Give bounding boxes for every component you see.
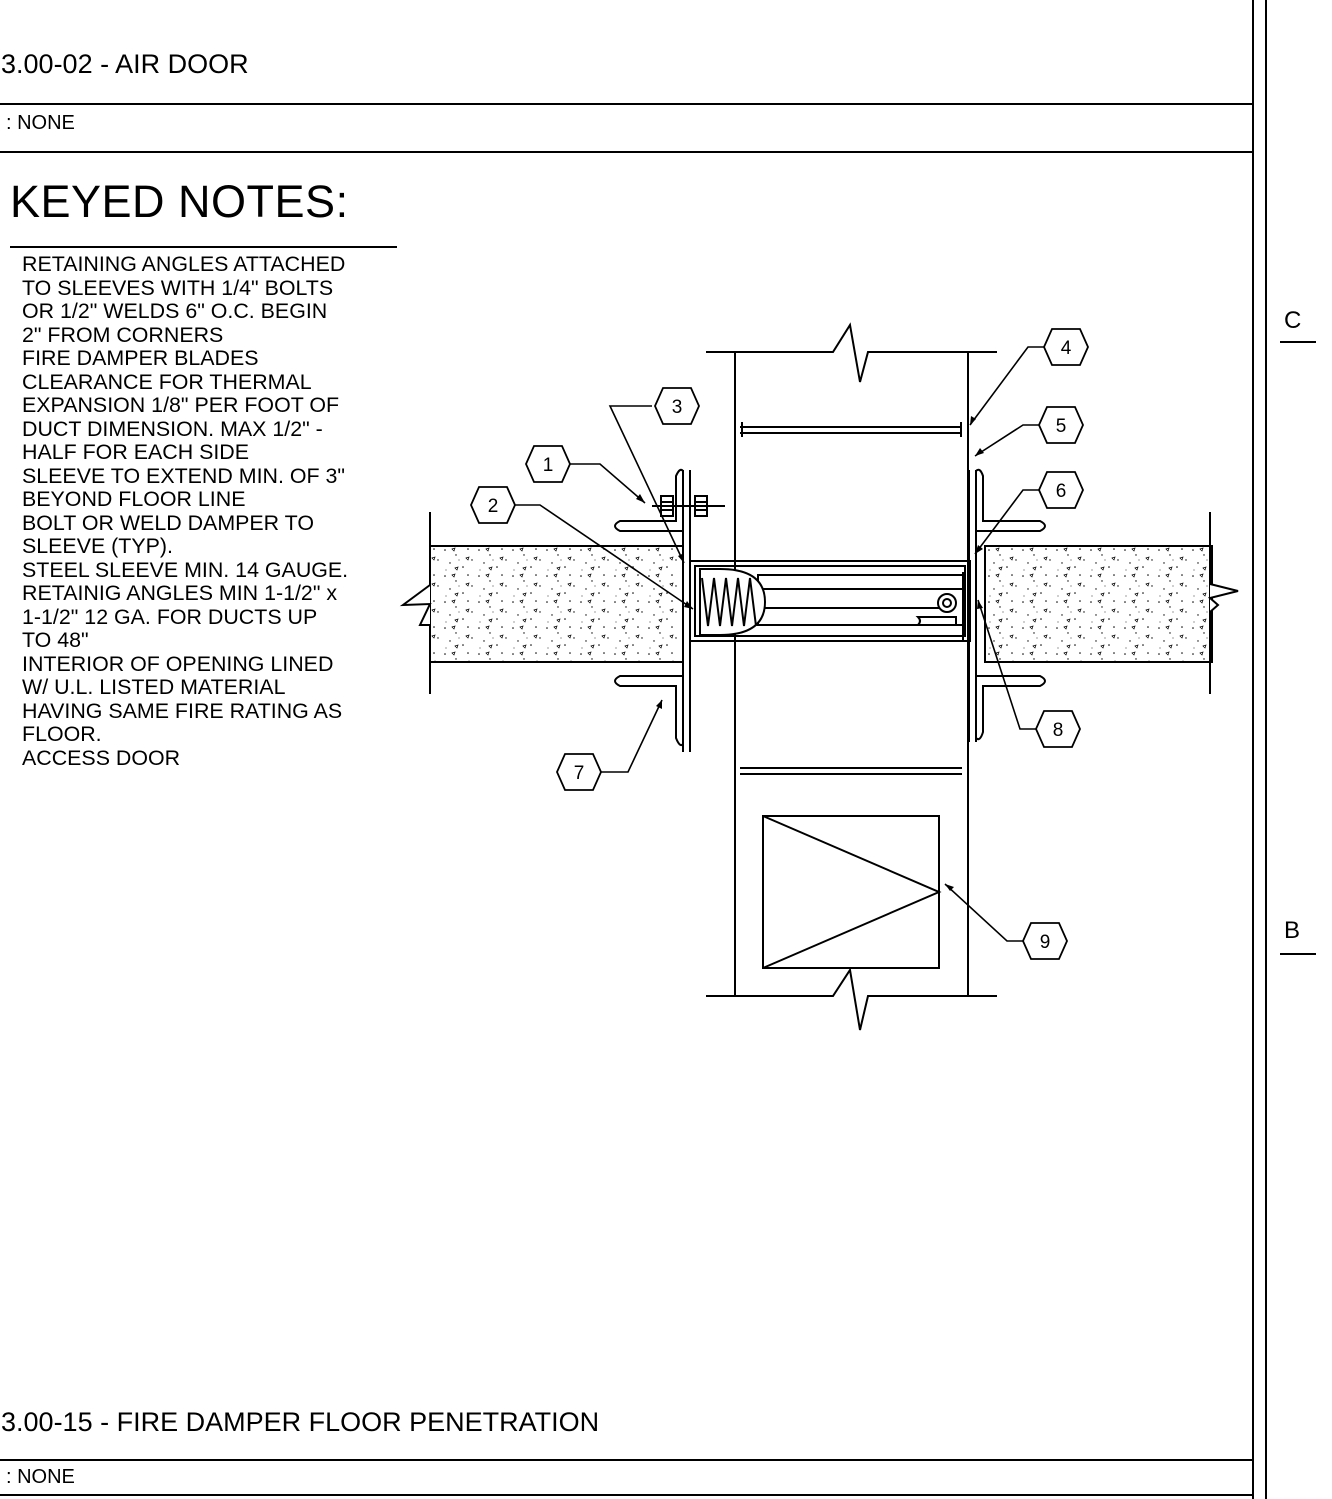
keyed-note-line: BEYOND FLOOR LINE [22, 487, 246, 511]
keyed-note-line: TO SLEEVES WITH 1/4" BOLTS [22, 275, 334, 300]
keynote-tag-hexagon [525, 445, 571, 483]
grid-marker-b: B [1284, 917, 1301, 944]
keynote-tag-hexagon [556, 753, 602, 791]
keynote-tag-number: 5 [1056, 416, 1067, 437]
keyed-notes-heading: KEYED NOTES: [10, 176, 349, 227]
duct [706, 322, 997, 1031]
keynote-tag-number: 6 [1056, 481, 1067, 502]
detail-title-fire-damper: 13.00-15 - FIRE DAMPER FLOOR PENETRATION [0, 1407, 600, 1437]
keyed-note-line: RETAINIG ANGLES MIN 1-1/2" x [22, 581, 338, 605]
keyed-note-line: W/ U.L. LISTED MATERIAL [22, 675, 286, 699]
leaders [515, 346, 1045, 942]
keyed-note-line: FIRE DAMPER BLADES [22, 346, 259, 370]
keyed-note-line: HAVING SAME FIRE RATING AS [22, 698, 343, 723]
damper-sleeve [682, 470, 977, 752]
keyed-note-line: STEEL SLEEVE MIN. 14 GAUGE. [22, 557, 349, 582]
keyed-note-line: ACCESS DOOR [22, 745, 181, 770]
scale-label-top: : NONE [6, 112, 75, 134]
keyed-note-line: SLEEVE (TYP). [22, 534, 173, 558]
keyed-note-line: BOLT OR WELD DAMPER TO [22, 510, 314, 535]
keyed-note-line: 2" FROM CORNERS [22, 322, 224, 347]
keyed-note-line: OR 1/2" WELDS 6" O.C. BEGIN [22, 299, 328, 323]
keyed-note-line: EXPANSION 1/8" PER FOOT OF [22, 393, 340, 417]
keyed-note-line: TO 48" [22, 628, 89, 652]
keyed-note-line: HALF FOR EACH SIDE [22, 440, 250, 464]
keyed-note-line: INTERIOR OF OPENING LINED [22, 651, 334, 676]
keynote-tag-number: 1 [543, 455, 554, 476]
leader-arrowheads [636, 416, 984, 891]
keynote-tag-hexagon [1038, 471, 1084, 509]
keyed-note-line: FLOOR. [22, 722, 102, 746]
keynote-tags: 1 2 3 4 5 6 7 8 9 [470, 328, 1089, 960]
keyed-note-line: CLEARANCE FOR THERMAL [22, 369, 312, 394]
keyed-note-line: 1-1/2" 12 GA. FOR DUCTS UP [22, 604, 318, 629]
keynote-tag-number: 3 [672, 397, 683, 418]
keynote-tag-number: 2 [488, 496, 499, 517]
keyed-note-line: SLEEVE TO EXTEND MIN. OF 3" [22, 463, 345, 488]
keynote-tag-hexagon [470, 486, 516, 524]
keynote-tag-number: 9 [1040, 932, 1051, 953]
keynote-tag-number: 4 [1061, 338, 1072, 359]
access-door [762, 815, 942, 969]
concrete-slab [399, 512, 1239, 694]
keynote-tag-number: 8 [1053, 720, 1064, 741]
keynote-tag-hexagon [1043, 328, 1089, 366]
retaining-angles [614, 468, 1046, 747]
keynote-tag-hexagon [654, 387, 700, 425]
keyed-note-line: DUCT DIMENSION. MAX 1/2" - [22, 416, 323, 441]
keynote-tag-hexagon [1038, 406, 1084, 444]
keynote-tag-number: 7 [574, 763, 585, 784]
scale-label-bottom: : NONE [6, 1466, 75, 1488]
detail-title-air-door: 83.00-02 - AIR DOOR [0, 49, 249, 79]
keyed-note-line: RETAINING ANGLES ATTACHED [22, 252, 346, 276]
keynote-tag-hexagon [1035, 710, 1081, 748]
keynote-tag-hexagon [1022, 922, 1068, 960]
grid-marker-c: C [1284, 307, 1302, 334]
